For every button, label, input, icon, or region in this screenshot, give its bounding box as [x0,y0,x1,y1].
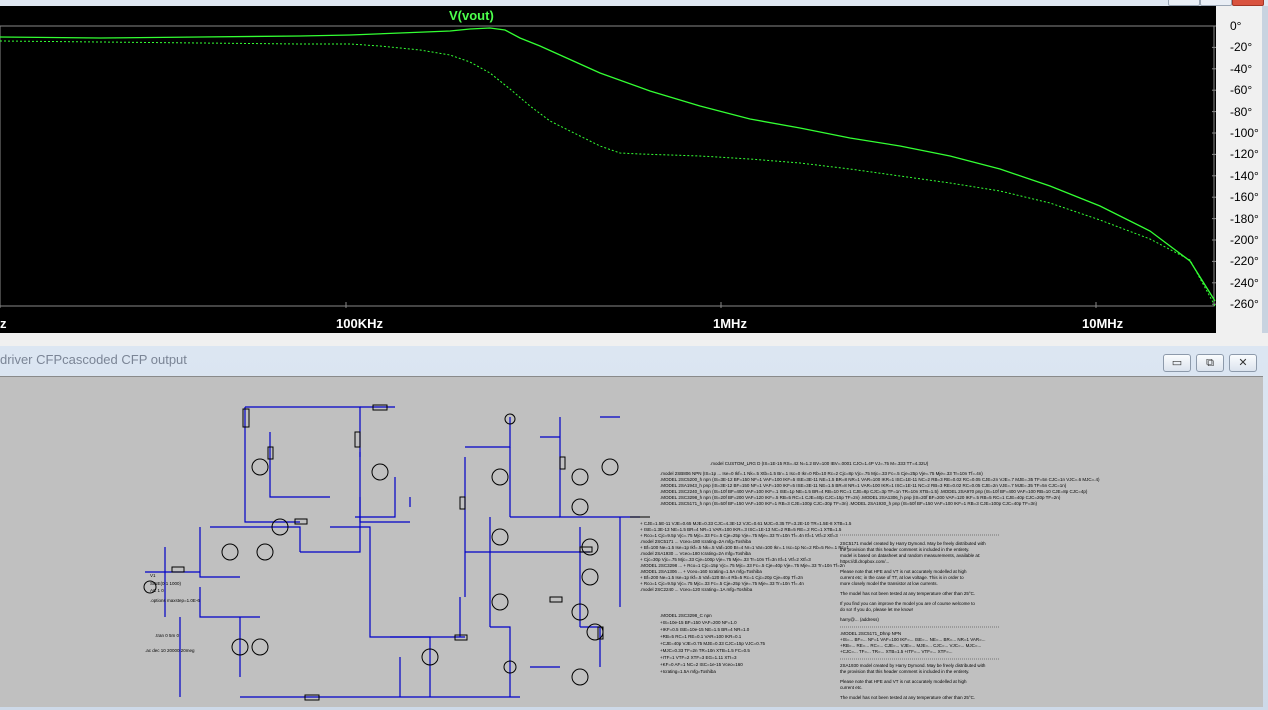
trace-phase-curve [0,27,1216,302]
svg-text:SINE(0 1 1000): SINE(0 1 1000) [150,581,182,586]
outer-close-button[interactable] [1232,0,1264,6]
y-tick-2: -40° [1230,61,1253,76]
svg-text:V1: V1 [150,573,156,578]
directive-block-1: .model CUSTOM_LRG D (IS=1E-15 RS=.42 N=1… [660,461,1260,515]
svg-text:If you find you can improve th: If you find you can improve the model yo… [840,601,975,606]
y-tick-13: -260° [1230,297,1259,312]
svg-text:+ Rco=1 Cjc=9.5p Vjc=.75 Mjc=.: + Rco=1 Cjc=9.5p Vjc=.75 Mjc=.33 Fc=.5 C… [640,581,804,586]
svg-text:+CJE=40p VJE=0.75 MJE=0.33: +CJE=40p VJE=0.75 MJE=0.33 CJC=15p VJC=0… [660,641,766,646]
svg-text:current etc; in the case of TT: current etc; in the case of TT, at low v… [840,575,964,580]
x-tick-0: z [0,316,7,331]
svg-text:.MODEL 2SC5171_Dhnp NPN: .MODEL 2SC5171_Dhnp NPN [840,631,901,636]
simulation-directives: .options maxstep=1.0E-6 .tran 0 5m 0 .ac… [145,573,200,653]
plot-svg [0,25,1216,308]
svg-text:more closely model the transis: more closely model the transistor at low… [840,581,938,586]
svg-text:do so! If you do, please let m: do so! If you do, please let me know! [840,607,913,612]
y-tick-5: -100° [1230,126,1259,140]
svg-text:.MODEL 2SC5171_h npn (IS=50f B: .MODEL 2SC5171_h npn (IS=50f BF=150 VAF=… [660,501,1038,506]
svg-text:current etc.: current etc. [840,685,863,690]
svg-text:+RB=5 RC=1 RE=0.1: +RB=5 RC=1 RE=0.1 VAR=100 IKR=0.1 [660,634,742,639]
y-tick-7: -140° [1230,168,1259,183]
restore-button[interactable]: ⧉ [1196,354,1224,372]
schematic-drawing: .model CUSTOM_LRG D (IS=1E-15 RS=.42 N=1… [143,404,1260,701]
svg-text:+Icrating=1.5A mfg=Toshi: +Icrating=1.5A mfg=Toshiba [660,669,716,674]
svg-text:+ Cjc=30p Vjc=.75 Mjc=.33 Cje=: + Cjc=30p Vjc=.75 Mjc=.33 Cje=100p Vje=.… [640,557,811,562]
svg-text:.MODEL 2SC2240_h npn (IS=10f B: .MODEL 2SC2240_h npn (IS=10f BF=400 VAF=… [660,489,1088,494]
svg-text:.options maxstep=1.0E-6: .options maxstep=1.0E-6 [150,598,200,603]
svg-text:.model CUSTOM_LRG D (IS=1E-15: .model CUSTOM_LRG D (IS=1E-15 RS=.42 N=1… [710,461,929,466]
svg-text:+ CJE=1.5E-11 VJE=0.65 MJE=0.3: + CJE=1.5E-11 VJE=0.65 MJE=0.33 CJC=4.3E… [640,521,852,526]
minimize-button[interactable]: ▭ [1163,354,1191,372]
svg-text:model is based on datasheet an: model is based on datasheet and random m… [840,553,980,558]
svg-text:.MODEL 2SA1306 ... + Vceo=160: .MODEL 2SA1306 ... + Vceo=160 Icrating=1… [640,569,762,574]
y-tick-3: -60° [1230,83,1253,98]
svg-text:AC 1 0: AC 1 0 [150,588,164,593]
x-tick-1: 100KHz [336,316,383,331]
y-tick-4: -80° [1230,104,1253,119]
svg-text:+IS=... BF=... NF=1 VAF=100 IK: +IS=... BF=... NF=1 VAF=100 IKF=... ISE=… [840,637,986,642]
trace-secondary-curve [0,40,1216,307]
svg-text:.model 2SA1930 ... Vceo=180 Ic: .model 2SA1930 ... Vceo=180 Icrating=2A … [640,551,751,556]
svg-text:.model 2SC2240 ... Vceo=120 Ic: .model 2SC2240 ... Vceo=120 Icrating=.1A… [640,587,753,592]
svg-text:https://dl.dropbox.com/...: https://dl.dropbox.com/... [840,559,889,564]
svg-text:2SA1930 model created by Harry: 2SA1930 model created by Harry Dymond. M… [840,663,986,668]
directive-block-2: + CJE=1.5E-11 VJE=0.65 MJE=0.33 CJC=4.3E… [640,521,852,592]
schematic-canvas[interactable]: .model CUSTOM_LRG D (IS=1E-15 RS=.42 N=1… [0,376,1263,707]
svg-text:.tran 0 5m 0: .tran 0 5m 0 [155,633,180,638]
x-tick-3: 10MHz [1082,316,1124,331]
svg-text:+ITF=1 VTF=2 XTF=3: +ITF=1 VTF=2 XTF=3 EG=1.11 XTI=3 [660,655,737,660]
plot-border [0,25,1215,307]
y-tick-1: -20° [1230,40,1253,55]
svg-text:.MODEL 2SC5200_h npn (IS=3E-12: .MODEL 2SC5200_h npn (IS=3E-12 BF=150 NF… [660,477,1100,482]
y-tick-9: -180° [1230,211,1259,226]
outer-restore-button[interactable] [1200,0,1232,6]
y-tick-10: -200° [1230,233,1259,247]
svg-text:Please note that HFE and VT is: Please note that HFE and VT is not accur… [840,679,967,684]
svg-text:+ Bf=200 Ne=1.5 Ise=1p Ikf=.5: + Bf=200 Ne=1.5 Ise=1p Ikf=.5 Vaf=120 Br… [640,575,803,580]
y-tick-8: -160° [1230,190,1259,205]
waveform-viewer: V(vout) z 100KHz 1MHz 10MHz 0° -20° -40° -6… [0,6,1268,333]
model-parameter-table: .MODEL 2SC3298_C npn +IS=10e-15 BF=150 V… [660,613,766,674]
y-tick-6: -120° [1230,147,1259,162]
svg-text:The model has not been tested: The model has not been tested at any tem… [840,695,975,700]
svg-text:+IKF=0.5 ISE=10e-15 NE=1.5: +IKF=0.5 ISE=10e-15 NE=1.5 BR=4 NR=1.0 [660,627,750,632]
wires [145,406,640,698]
plot-area[interactable]: V(vout) z 100KHz 1MHz 10MHz [0,6,1216,333]
svg-text:+RB=... RE=... RC=... CJE=...: +RB=... RE=... RC=... CJE=... VJE=... MJ… [840,643,981,648]
svg-text:.MODEL 2SC3298 ... + Rco=1 Cjc: .MODEL 2SC3298 ... + Rco=1 Cjc=15p Vjc=.… [640,563,845,568]
y-tick-12: -240° [1230,275,1259,290]
svg-text:Please note that HFE and VT is: Please note that HFE and VT is not accur… [840,569,967,574]
svg-text:+ Bf=100 Ne=1.5 Ise=1p Ikf=.5: + Bf=100 Ne=1.5 Ise=1p Ikf=.5 Nk=.5 Vaf=… [640,545,849,550]
window-title: driver CFPcascoded CFP output [0,352,187,367]
svg-text:the provision that this header: the provision that this header comment i… [840,547,969,552]
svg-text:the provision that this header: the provision that this header comment i… [840,669,969,674]
svg-text:.model 2SB806 NPN (IS=1p ...: .model 2SB806 NPN (IS=1p ... Ise=0 Ikf=.… [660,471,983,476]
svg-text:+ Rco=1 Cjc=9.5p Vjc=.75 Mjc=.: + Rco=1 Cjc=9.5p Vjc=.75 Mjc=.33 Fc=.5 C… [640,533,838,538]
svg-text:+MJC=0.33 TF=2n TR=10n: +MJC=0.33 TF=2n TR=10n XTB=1.5 FC=0.5 [660,648,750,653]
svg-text:.ac dec 10 20000 20meg: .ac dec 10 20000 20meg [145,648,195,653]
y-tick-11: -220° [1230,254,1259,269]
svg-text:+CJC=... TF=... TR=... XTB=1.5: +CJC=... TF=... TR=... XTB=1.5 +ITF=... … [840,649,953,654]
outer-minimize-button[interactable] [1168,0,1200,6]
schematic-window: driver CFPcascoded CFP output ▭ ⧉ ✕ [0,346,1268,710]
svg-text:+ ISE=1.3E-13 NE=1.5 BR=4 NR=1: + ISE=1.3E-13 NE=1.5 BR=4 NR=1 VAR=100 I… [640,527,842,532]
svg-text:+KF=0 AF=1 NC=2: +KF=0 AF=1 NC=2 ISC=1e-15 Vceo=160 [660,662,743,667]
svg-text:.model 2SC5171 ... Vceo=180 Ic: .model 2SC5171 ... Vceo=180 Icrating=2A … [640,539,751,544]
trace-label[interactable]: V(vout) [449,8,494,23]
svg-text:.MODEL 2SC3298_h npn (IS=20f B: .MODEL 2SC3298_h npn (IS=20f BF=200 VAF=… [660,495,1061,500]
svg-text:+IS=10e-15 BF=150 VAF=200: +IS=10e-15 BF=150 VAF=200 NF=1.0 [660,620,737,625]
close-button[interactable]: ✕ [1229,354,1257,372]
svg-text:The model has not been tested: The model has not been tested at any tem… [840,591,975,596]
components [143,404,650,701]
svg-text:harry@... (address): harry@... (address) [840,617,879,622]
comment-block-right: 2SC5171 model created by Harry Dymond. M… [840,534,1000,700]
x-tick-2: 1MHz [713,316,747,331]
svg-text:2SC5171 model created by Harry: 2SC5171 model created by Harry Dymond. M… [840,541,986,546]
y-tick-0: 0° [1230,19,1242,33]
svg-text:.MODEL 2SC3298_C npn: .MODEL 2SC3298_C npn [660,613,712,618]
svg-text:.MODEL 2SA1943_h pnp (IS=3E-12: .MODEL 2SA1943_h pnp (IS=3E-12 BF=150 NF… [660,483,1067,488]
